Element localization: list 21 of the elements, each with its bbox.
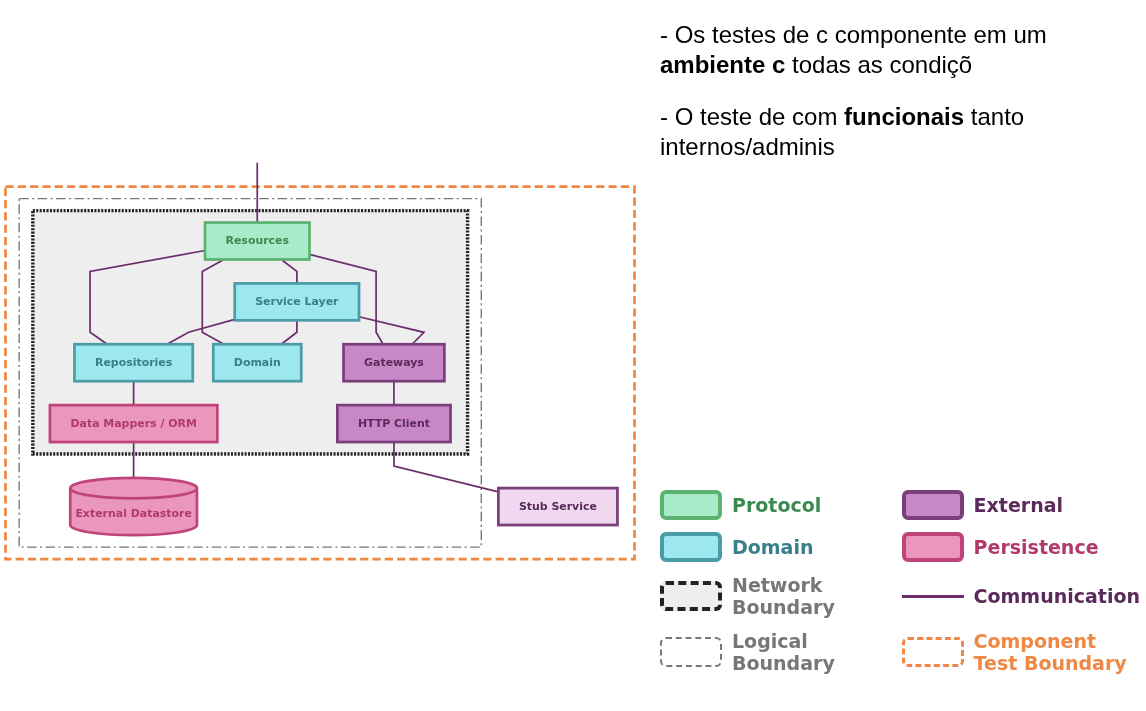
node-box: Resources — [203, 220, 311, 261]
node-box: HTTP Client — [336, 403, 452, 444]
node-box: Stub Service — [497, 486, 619, 527]
legend-label: Component Test Boundary — [973, 630, 1128, 674]
node-box: Domain — [211, 342, 303, 383]
cluster — [31, 208, 470, 456]
legend-label: Domain — [732, 536, 814, 558]
legend-label: Communication — [973, 585, 1140, 607]
legend-label: Protocol — [732, 494, 822, 516]
legend-label: Persistence — [973, 536, 1099, 558]
node-box: Data Mappers / ORM — [48, 403, 219, 444]
note-text: - O teste de com funcionais tanto internos/adminis — [660, 102, 1026, 162]
legend-label: External — [973, 494, 1063, 516]
cluster — [18, 197, 482, 548]
cluster — [4, 184, 636, 561]
node-box: Repositories — [73, 342, 195, 383]
note-text: - Os testes de c componente em um ambiente c todas as condiçõ — [660, 20, 1048, 80]
legend-label: Logical Boundary — [732, 630, 836, 674]
node-box: Gateways — [342, 342, 446, 383]
legend-label: Network Boundary — [732, 574, 836, 618]
node-box: Service Layer — [233, 281, 361, 322]
